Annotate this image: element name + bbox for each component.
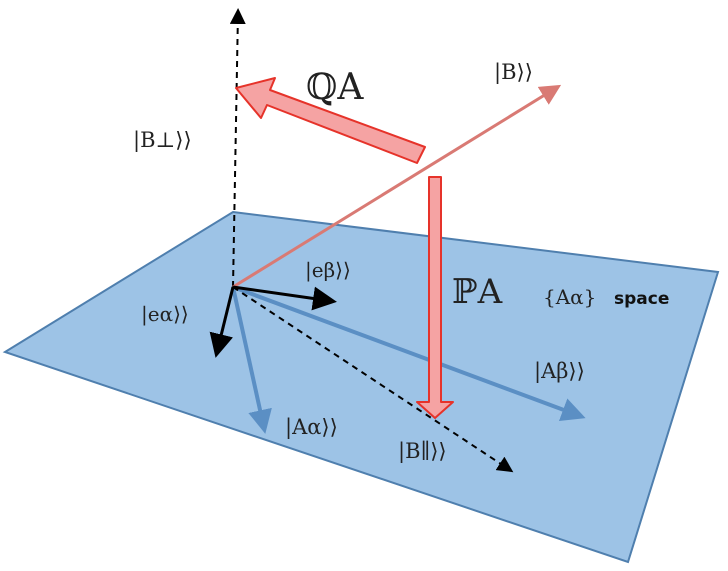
- B-parallel-label: |B∥⟩⟩: [398, 439, 447, 464]
- e-beta-vector: [232, 285, 337, 311]
- perp-axis: [229, 8, 246, 288]
- Q-A-arrow: [235, 77, 426, 164]
- B-label: |B⟩⟩: [494, 60, 533, 85]
- A-alpha-vector: [231, 286, 272, 434]
- space-word-label: space: [614, 289, 669, 309]
- P-A-arrow: [416, 176, 454, 419]
- subspace-plane: [2, 210, 720, 564]
- A-alpha-label: |Aα⟩⟩: [285, 415, 338, 440]
- A-beta-label: |Aβ⟩⟩: [534, 359, 585, 384]
- e-alpha-vector: [209, 286, 235, 358]
- space-set-label: {Aα}: [543, 285, 596, 309]
- e-alpha-label: |eα⟩⟩: [141, 302, 189, 327]
- Q-A-label: ℚA: [306, 67, 364, 108]
- B-vector: [232, 84, 562, 289]
- parallel-axis: [232, 286, 514, 473]
- A-beta-vector: [232, 285, 586, 421]
- e-beta-label: |eβ⟩⟩: [305, 258, 351, 283]
- B-perp-label: |B⊥⟩⟩: [133, 128, 192, 153]
- P-A-label: ℙA: [452, 272, 503, 312]
